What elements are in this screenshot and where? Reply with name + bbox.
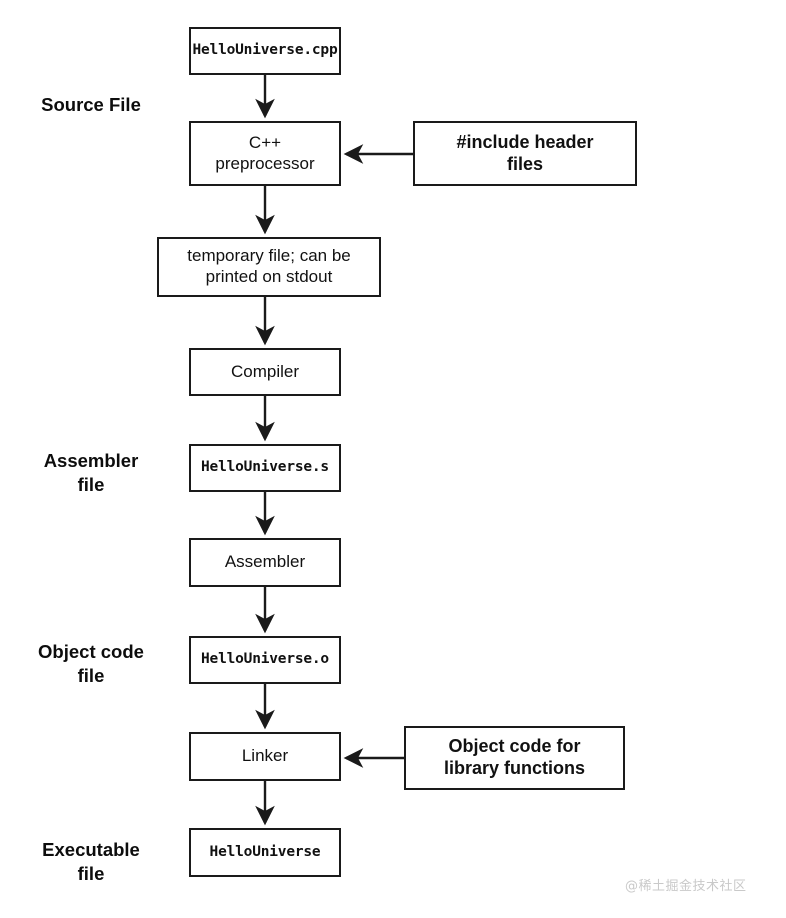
watermark: @稀土掘金技术社区 <box>625 879 747 894</box>
caption-executable-file: Executable file <box>42 839 140 885</box>
node-preprocessor-label: C++ preprocessor <box>215 132 315 173</box>
node-compiler[interactable]: Compiler <box>189 348 341 396</box>
node-linker[interactable]: Linker <box>189 732 341 781</box>
node-assembler-label: Assembler <box>224 552 306 572</box>
node-compiler-label: Compiler <box>230 361 300 381</box>
node-include-headers-label: #include header files <box>456 131 594 174</box>
node-executable[interactable]: HelloUniverse <box>189 828 341 877</box>
node-temporary-file-label: temporary file; can be printed on stdout <box>187 246 351 286</box>
node-preprocessor[interactable]: C++ preprocessor <box>189 121 341 186</box>
node-assembly-file[interactable]: HelloUniverse.s <box>189 444 341 492</box>
node-object-file-label: HelloUniverse.o <box>201 651 329 668</box>
node-object-file[interactable]: HelloUniverse.o <box>189 636 341 684</box>
node-assembler[interactable]: Assembler <box>189 538 341 587</box>
caption-object-code-file: Object code file <box>38 641 144 687</box>
node-linker-label: Linker <box>241 746 289 766</box>
node-library-object-code[interactable]: Object code for library functions <box>404 726 625 790</box>
node-source-file[interactable]: HelloUniverse.cpp <box>189 27 341 75</box>
node-temporary-file[interactable]: temporary file; can be printed on stdout <box>157 237 381 297</box>
node-library-object-code-label: Object code for library functions <box>443 736 586 778</box>
node-include-headers[interactable]: #include header files <box>413 121 637 186</box>
node-source-file-label: HelloUniverse.cpp <box>192 42 338 59</box>
caption-assembler-file: Assembler file <box>43 450 139 496</box>
node-executable-label: HelloUniverse <box>209 843 321 860</box>
caption-source-file: Source File <box>41 94 141 115</box>
node-assembly-file-label: HelloUniverse.s <box>201 459 329 476</box>
